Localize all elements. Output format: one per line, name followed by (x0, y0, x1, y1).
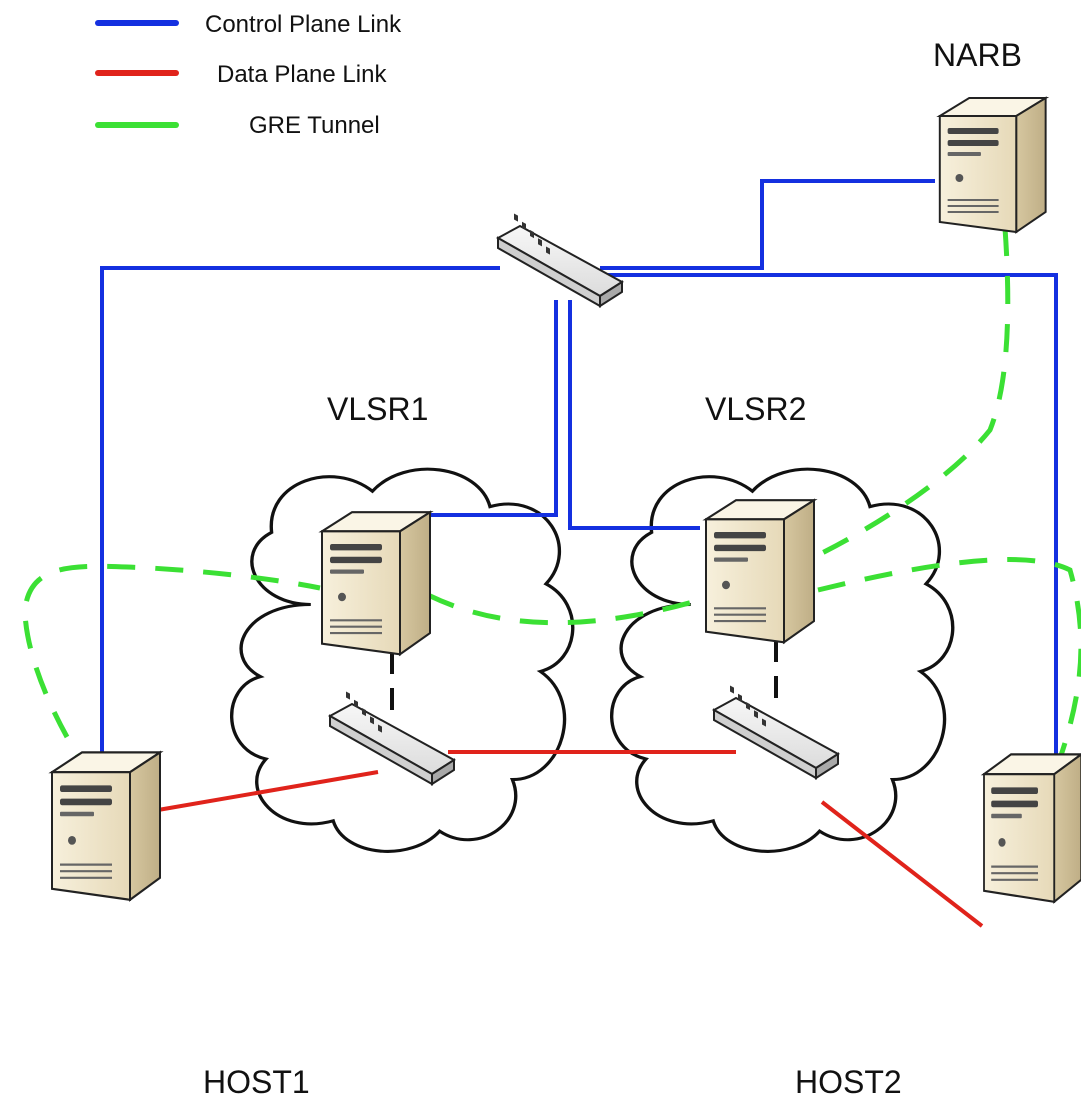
internal-links (390, 640, 778, 715)
link-vlsr2sw-host2 (820, 800, 984, 928)
link-switch-vlsr1 (412, 300, 558, 517)
link-switch-host2 (600, 273, 1058, 760)
host1-label: HOST1 (203, 1064, 310, 1100)
narb-server-icon (938, 97, 1047, 233)
legend-label-control: Control Plane Link (205, 11, 402, 38)
narb-label: NARB (933, 37, 1022, 73)
host2-server-icon (982, 753, 1081, 903)
central-switch (497, 212, 623, 307)
vlsr2-server-icon (704, 499, 816, 644)
gre-narb-vlsr2 (806, 227, 1011, 563)
host1-server-icon (50, 751, 162, 901)
link-switch-narb (600, 179, 935, 270)
vlsr1-label: VLSR1 (327, 391, 428, 427)
legend: Control Plane Link Data Plane Link GRE T… (95, 11, 402, 139)
gre-vlsr2-host2 (817, 557, 1081, 771)
data-plane-links (157, 750, 984, 928)
link-switch-vlsr2 (568, 300, 700, 530)
legend-label-data: Data Plane Link (217, 61, 387, 88)
link-switch-host1 (100, 266, 500, 760)
control-plane-links (100, 179, 1058, 760)
gre-tunnels (22, 227, 1081, 780)
host2-label: HOST2 (795, 1064, 902, 1100)
legend-label-gre: GRE Tunnel (249, 112, 380, 139)
link-host1-vlsr1sw (157, 770, 379, 812)
vlsr2-label: VLSR2 (705, 391, 806, 427)
gre-vlsr1-vlsr2 (426, 592, 701, 626)
vlsr1-server-icon (320, 511, 432, 656)
gre-host1-vlsr1 (22, 563, 321, 780)
